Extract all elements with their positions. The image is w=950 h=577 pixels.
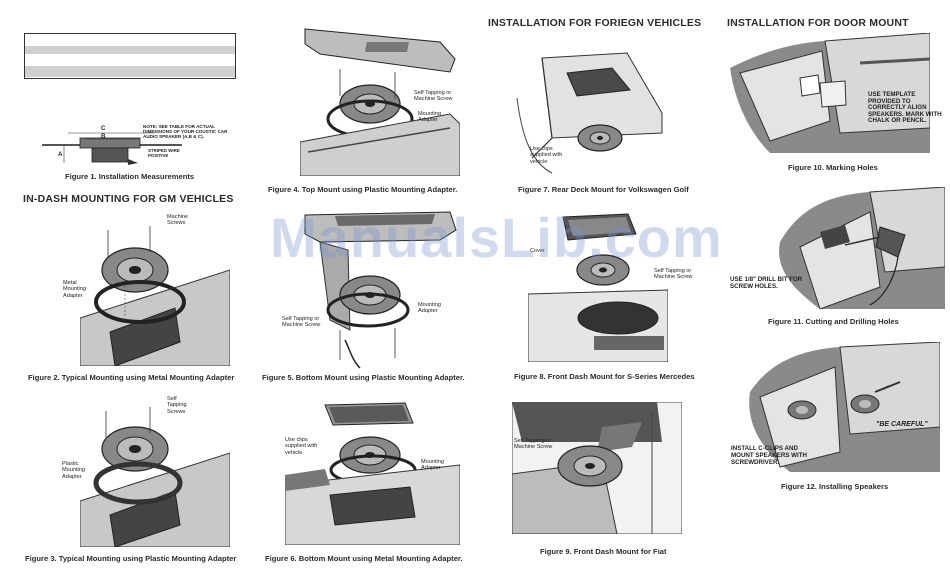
figure-5-caption: Figure 5. Bottom Mount using Plastic Mou… (262, 373, 465, 382)
be-careful-label: "BE CAREFUL" (876, 421, 928, 428)
dim-label-c: C (101, 125, 106, 132)
figure-8-drawing (528, 212, 668, 362)
dimension-table (24, 33, 236, 79)
use-clips-label-7: Use clips supplied with vehicle (530, 146, 563, 165)
watermark: ManualsLib.com (270, 206, 723, 269)
metal-adapter-label: Metal Mounting Adapter (63, 280, 87, 299)
heading-foreign-vehicles: INSTALLATION FOR FORIEGN VEHICLES (488, 17, 702, 29)
figure-10-caption: Figure 10. Marking Holes (788, 163, 878, 172)
figure-11-drawing (760, 187, 945, 309)
figure-3-drawing (80, 405, 230, 547)
c-clips-instruction-label: INSTALL C-CLIPS AND MOUNT SPEAKERS WITH … (731, 445, 807, 466)
figure-12-drawing (740, 342, 940, 472)
heading-door-mount: INSTALLATION FOR DOOR MOUNT (727, 17, 909, 29)
figure-9-caption: Figure 9. Front Dash Mount for Fiat (540, 547, 667, 556)
heading-gm-vehicles: IN-DASH MOUNTING FOR GM VEHICLES (23, 193, 234, 205)
figure-1-drawing (40, 123, 240, 167)
mounting-adapter-label-5: Mounting Adapter (418, 302, 442, 315)
figure-10-drawing (730, 33, 930, 153)
self-tapping-or-machine-screw-label-9: Self Tapping or Machine Screw (514, 438, 553, 451)
self-tapping-or-machine-screw-label-5: Self Tapping or Machine Screw (282, 316, 321, 329)
figure-3-caption: Figure 3. Typical Mounting using Plastic… (25, 554, 237, 563)
plastic-adapter-label: Plastic Mounting Adapter (62, 461, 86, 480)
figure-4-drawing (300, 24, 460, 176)
figure-6-drawing (285, 395, 460, 545)
figure-12-caption: Figure 12. Installing Speakers (781, 482, 889, 491)
dim-label-b: B (101, 133, 106, 140)
machine-screws-label: Machine Screws (167, 214, 189, 227)
figure-9-drawing (512, 402, 682, 534)
figure-8-caption: Figure 8. Front Dash Mount for S-Series … (514, 372, 695, 381)
striped-wire-label: STRIPED WIRE POSITIVE (148, 148, 180, 158)
dim-label-a: A (58, 151, 63, 158)
mounting-adapter-label-6: Mounting Adapter (421, 459, 445, 472)
self-tapping-screws-label: Self Tapping Screws (167, 396, 187, 415)
use-clips-label: Use clips supplied with vehicle (285, 437, 318, 456)
cover-label: Cover (530, 248, 545, 254)
figure-7-drawing (512, 38, 664, 178)
figure-4-caption: Figure 4. Top Mount using Plastic Mounti… (268, 185, 458, 194)
self-tapping-or-machine-screw-label-8: Self Tapping or Machine Screw (654, 268, 693, 281)
figure-1-caption: Figure 1. Installation Measurements (65, 172, 195, 181)
template-instruction-label: USE TEMPLATE PROVIDED TO CORRECTLY ALIGN… (868, 91, 942, 125)
self-tapping-or-machine-screw-label: Self Tapping or Machine Screw (414, 90, 453, 103)
drill-bit-instruction-label: USE 1/8" DRILL BIT FOR SCREW HOLES. (730, 276, 803, 290)
figure-5-drawing (300, 210, 460, 370)
figure-7-caption: Figure 7. Rear Deck Mount for Volkswagen… (518, 185, 689, 194)
figure-2-caption: Figure 2. Typical Mounting using Metal M… (28, 373, 235, 382)
dimension-note: NOTE: SEE TABLE FOR ACTUAL DIMENSIONS OF… (143, 124, 228, 140)
figure-11-caption: Figure 11. Cutting and Drilling Holes (768, 317, 899, 326)
figure-6-caption: Figure 6. Bottom Mount using Metal Mount… (265, 554, 463, 563)
mounting-adapter-label: Mounting Adapter (418, 111, 442, 124)
figure-2-drawing (80, 222, 230, 366)
